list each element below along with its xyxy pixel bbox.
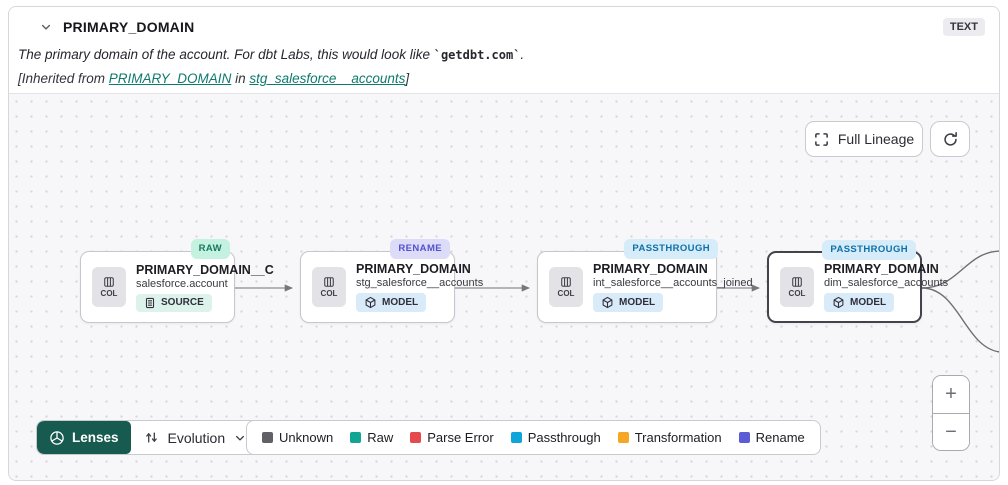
zoom-divider [933, 412, 969, 414]
node-title: PRIMARY_DOMAIN [356, 262, 471, 276]
description-text: The primary domain of the account. For d… [18, 47, 434, 62]
legend-item: Parse Error [410, 430, 494, 445]
resource-type-label: MODEL [850, 297, 887, 308]
evolution-badge: RENAME [390, 239, 450, 259]
evolution-badge: PASSTHROUGH [624, 239, 718, 259]
lenses-control: Lenses Evolution [36, 420, 261, 455]
node-subtitle: int_salesforce__accounts_joined [593, 277, 753, 289]
resource-type-badge: SOURCE [136, 293, 212, 312]
refresh-button[interactable] [930, 121, 970, 157]
expand-icon [814, 132, 829, 147]
source-icon [145, 297, 155, 308]
lens-aperture-icon [49, 430, 65, 446]
resource-type-badge: MODEL [824, 293, 895, 312]
node-title: PRIMARY_DOMAIN__C [136, 262, 274, 277]
node-text: PRIMARY_DOMAIN dim_salesforce_accounts M… [824, 262, 948, 312]
legend-label: Transformation [634, 430, 722, 445]
legend-label: Passthrough [527, 430, 601, 445]
evolution-badge: PASSTHROUGH [822, 240, 916, 260]
lineage-canvas[interactable]: Full Lineage RAW COL PRIMARY_DOMAIN__C [9, 93, 999, 480]
node-title: PRIMARY_DOMAIN [824, 262, 939, 276]
legend-label: Unknown [279, 430, 334, 445]
column-chip: COL [92, 267, 126, 307]
legend-chip [738, 432, 750, 443]
columns-icon [324, 277, 334, 287]
node-text: PRIMARY_DOMAIN__C salesforce.account SOU… [136, 263, 274, 312]
node-subtitle: stg_salesforce__accounts [356, 277, 484, 289]
model-icon [365, 296, 376, 309]
inherited-prefix: [Inherited from [18, 71, 109, 86]
legend-item: Rename [738, 430, 805, 445]
description-code: `getdbt.com` [433, 48, 521, 62]
data-type-badge: TEXT [942, 18, 985, 36]
inherited-middle: in [231, 71, 250, 86]
resource-type-badge: MODEL [356, 293, 427, 312]
lineage-node-dim-selected[interactable]: PASSTHROUGH COL PRIMARY_DOMAIN dim_sales… [767, 240, 948, 323]
zoom-in-button[interactable]: + [933, 376, 969, 413]
column-description: The primary domain of the account. For d… [18, 47, 983, 62]
legend-item: Transformation [617, 430, 722, 445]
legend-chip [350, 432, 362, 443]
column-chip: COL [312, 267, 346, 307]
lineage-node-staging[interactable]: RENAME COL PRIMARY_DOMAIN stg_salesforce… [300, 239, 483, 323]
col-label: COL [320, 289, 338, 298]
inherited-column-link[interactable]: PRIMARY_DOMAIN [108, 71, 232, 86]
lenses-label: Lenses [72, 430, 119, 445]
zoom-out-button[interactable]: − [933, 413, 969, 450]
full-lineage-button[interactable]: Full Lineage [805, 121, 923, 157]
col-label: COL [788, 289, 806, 298]
collapse-chevron-icon[interactable] [40, 21, 52, 33]
lenses-button[interactable]: Lenses [37, 421, 131, 454]
zoom-control: + − [932, 375, 970, 451]
legend-item: Passthrough [510, 430, 601, 445]
node-text: PRIMARY_DOMAIN int_salesforce__accounts_… [593, 262, 753, 312]
legend-chip [510, 432, 522, 443]
resource-type-label: MODEL [382, 297, 419, 308]
resource-type-label: MODEL [619, 297, 656, 308]
lineage-node-intermediate[interactable]: PASSTHROUGH COL PRIMARY_DOMAIN int_sales… [537, 239, 753, 323]
node-title: PRIMARY_DOMAIN [593, 262, 708, 276]
column-header: PRIMARY_DOMAIN TEXT The primary domain o… [9, 7, 999, 93]
inherited-from-line: [Inherited from PRIMARY_DOMAIN in stg_sa… [18, 71, 983, 86]
legend-label: Parse Error [427, 430, 494, 445]
lineage-edges [235, 250, 999, 353]
chevron-down-icon [234, 432, 246, 444]
column-chip: COL [549, 267, 583, 307]
evolution-arrows-icon [144, 430, 159, 445]
legend-item: Unknown [262, 430, 333, 445]
legend-label: Rename [755, 430, 805, 445]
lineage-node-source[interactable]: RAW COL PRIMARY_DOMAIN__C salesforce.acc… [80, 239, 274, 323]
column-name: PRIMARY_DOMAIN [63, 19, 195, 35]
lens-selected-value: Evolution [167, 429, 226, 446]
legend-chip [617, 432, 629, 443]
lens-dropdown[interactable]: Evolution [130, 421, 260, 454]
columns-icon [792, 277, 802, 287]
node-text: PRIMARY_DOMAIN stg_salesforce__accounts … [356, 262, 483, 312]
column-detail-card: PRIMARY_DOMAIN TEXT The primary domain o… [8, 6, 1000, 481]
evolution-legend: Unknown Raw Parse Error Passthrough Tran… [246, 420, 821, 455]
legend-label: Raw [367, 430, 394, 445]
col-label: COL [100, 289, 118, 298]
col-label: COL [557, 289, 575, 298]
full-lineage-label: Full Lineage [837, 131, 915, 147]
header-row: PRIMARY_DOMAIN TEXT [40, 18, 985, 36]
refresh-icon [942, 131, 959, 148]
columns-icon [104, 277, 114, 287]
legend-item: Raw [350, 430, 393, 445]
resource-type-badge: MODEL [593, 293, 664, 312]
evolution-badge: RAW [190, 239, 230, 259]
legend-chip [262, 432, 273, 443]
inherited-model-link[interactable]: stg_salesforce__accounts [249, 71, 406, 86]
node-subtitle: dim_salesforce_accounts [824, 277, 949, 289]
columns-icon [561, 277, 571, 287]
model-icon [602, 296, 613, 309]
legend-chip [410, 432, 422, 443]
column-chip: COL [780, 267, 814, 307]
resource-type-label: SOURCE [161, 297, 204, 308]
description-period: . [520, 47, 525, 62]
model-icon [833, 296, 844, 309]
node-subtitle: salesforce.account [136, 277, 228, 290]
inherited-suffix: ] [405, 71, 410, 86]
